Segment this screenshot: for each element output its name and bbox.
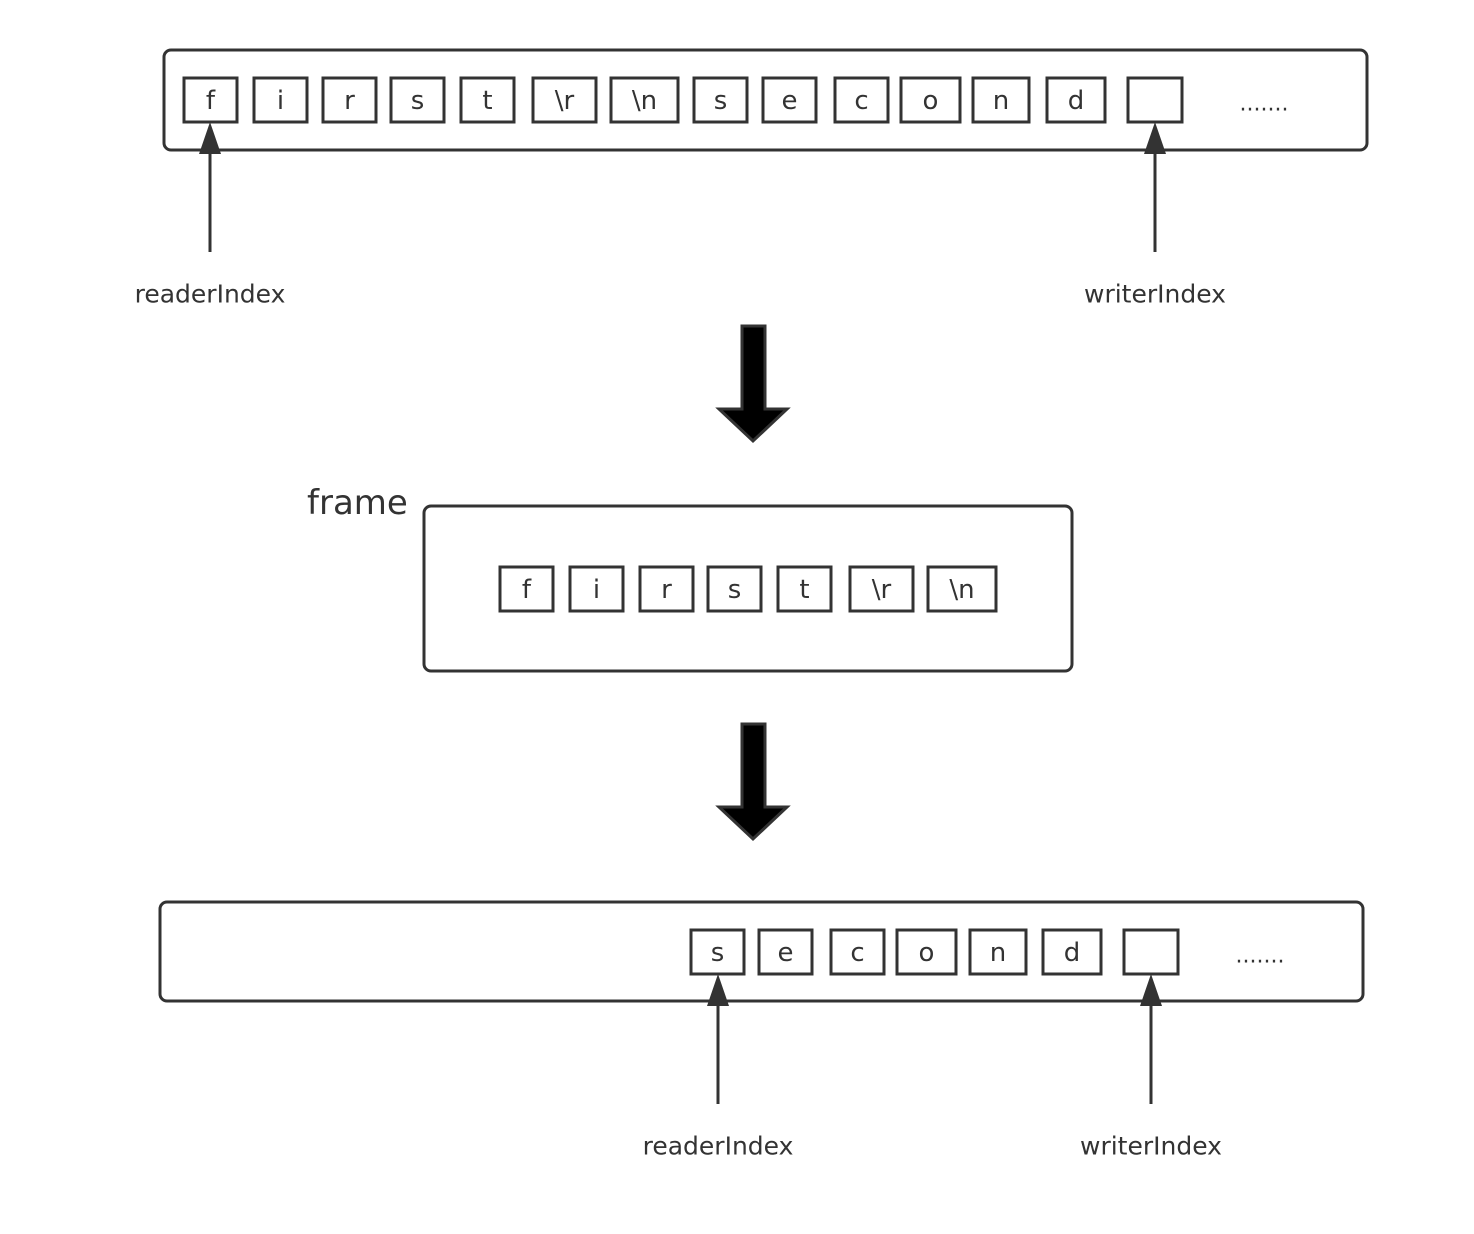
frame-cell: s [706,565,763,613]
bottom-writer-index-label: writerIndex [1080,1132,1222,1161]
bottom-buffer-cell: o [895,928,958,976]
top-buffer-cell: s [389,76,446,124]
bottom-buffer-cell: s [689,928,746,976]
top-buffer-ellipsis: ....... [1240,92,1289,117]
top-buffer-cell-text: c [854,86,868,116]
frame-cell: i [568,565,625,613]
bottom-buffer-cell: e [757,928,814,976]
top-writer-index-arrowhead [1144,122,1166,154]
bottom-reader-index-label: readerIndex [643,1132,794,1161]
top-buffer-cell-text: r [344,86,355,116]
bottom-writer-index-arrowhead [1140,974,1162,1006]
bottom-buffer-cell-text: n [990,938,1006,968]
top-buffer-cell: s [692,76,749,124]
bottom-reader-index-arrowhead [707,974,729,1006]
bottom-buffer-cell: n [968,928,1028,976]
top-writer-index-label: writerIndex [1084,280,1226,309]
frame-cell: t [776,565,833,613]
frame-cell-text: \n [949,575,974,605]
down-arrow-icon [715,722,791,842]
top-reader-index-pointer: readerIndex [135,122,286,309]
frame-cell: \r [848,565,915,613]
bottom-writer-index-pointer: writerIndex [1080,974,1222,1161]
top-buffer-cell-text: o [923,86,939,116]
bottom-buffer-cell: c [829,928,886,976]
frame-cell-text: i [593,575,600,605]
bottom-buffer-cell-text: s [711,938,725,968]
frame-cell: f [498,565,555,613]
top-buffer-cell: f [182,76,239,124]
top-buffer-cell-text: t [482,86,492,116]
top-buffer-cell: e [761,76,818,124]
top-buffer-cell: t [459,76,516,124]
frame: frame f i r s t \r \n [307,483,1074,673]
bottom-buffer-cell-text: e [778,938,794,968]
bottom-buffer-cell-text: d [1064,938,1081,968]
top-buffer-cell-text: i [277,86,284,116]
down-arrow-icon [715,324,791,444]
top-buffer-cell-text: s [714,86,728,116]
top-buffer-cell: r [321,76,378,124]
top-buffer-cell-text: f [206,86,216,116]
frame-cell-text: \r [872,575,892,605]
bottom-buffer-cell-empty [1122,928,1180,976]
bottom-buffer-ellipsis: ....... [1236,944,1285,969]
frame-cell: r [638,565,695,613]
top-buffer-cell-text: e [782,86,798,116]
frame-cell-text: t [799,575,809,605]
bottom-buffer-cell-text: c [850,938,864,968]
bottom-buffer-cell: d [1041,928,1103,976]
top-buffer-cell: n [971,76,1031,124]
frame-cell-text: s [728,575,742,605]
top-reader-index-label: readerIndex [135,280,286,309]
top-buffer-cell-text: \r [555,86,575,116]
frame-cell-text: r [661,575,672,605]
top-buffer-cell: d [1045,76,1107,124]
frame-cell: \n [926,565,998,613]
top-buffer-cell-text: d [1068,86,1085,116]
bottom-buffer: s e c o n d ....... [158,900,1365,1003]
top-reader-index-arrowhead [199,122,221,154]
frame-cell-text: f [522,575,532,605]
top-writer-index-pointer: writerIndex [1084,122,1226,309]
top-buffer-cell: \n [609,76,680,124]
top-buffer-cell: o [899,76,962,124]
top-buffer-cell: c [833,76,890,124]
top-buffer: f i r s t \r \n s [162,48,1369,152]
bottom-buffer-cell-text: o [919,938,935,968]
top-buffer-cell: i [252,76,309,124]
top-buffer-cell-text: n [993,86,1009,116]
top-buffer-cell-text: s [411,86,425,116]
bottom-reader-index-pointer: readerIndex [643,974,794,1161]
frame-label: frame [307,483,408,523]
top-buffer-cell-empty [1126,76,1184,124]
top-buffer-cell-text: \n [632,86,657,116]
top-buffer-cell: \r [531,76,598,124]
